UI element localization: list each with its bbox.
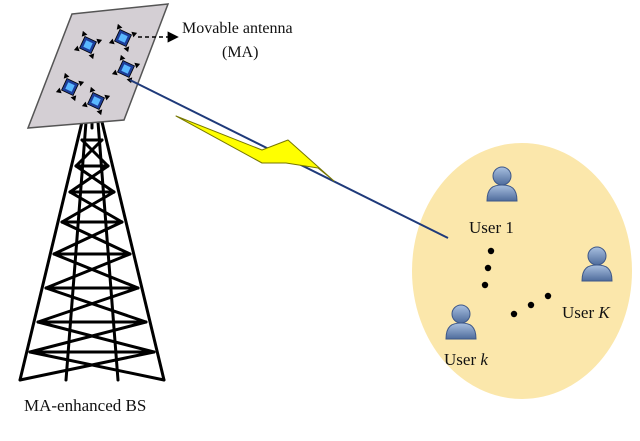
bs-label: MA-enhanced BS (24, 396, 147, 415)
user-K-label: User K (562, 303, 610, 323)
user-k-label-index: k (480, 350, 488, 369)
user-K-label-index: K (598, 303, 610, 322)
user-k-label: User k (444, 350, 488, 370)
lightning-bolt-icon (175, 115, 335, 182)
ma-label-abbreviation: (MA) (222, 44, 259, 61)
user-K-label-prefix: User (562, 303, 599, 322)
antenna-panel (26, 3, 170, 129)
ma-label-title: Movable antenna (182, 20, 293, 37)
user-1-label: User 1 (469, 218, 514, 237)
bs-tower (18, 114, 166, 382)
ellipsis-dots (481, 247, 552, 318)
user-k-label-prefix: User (444, 350, 481, 369)
